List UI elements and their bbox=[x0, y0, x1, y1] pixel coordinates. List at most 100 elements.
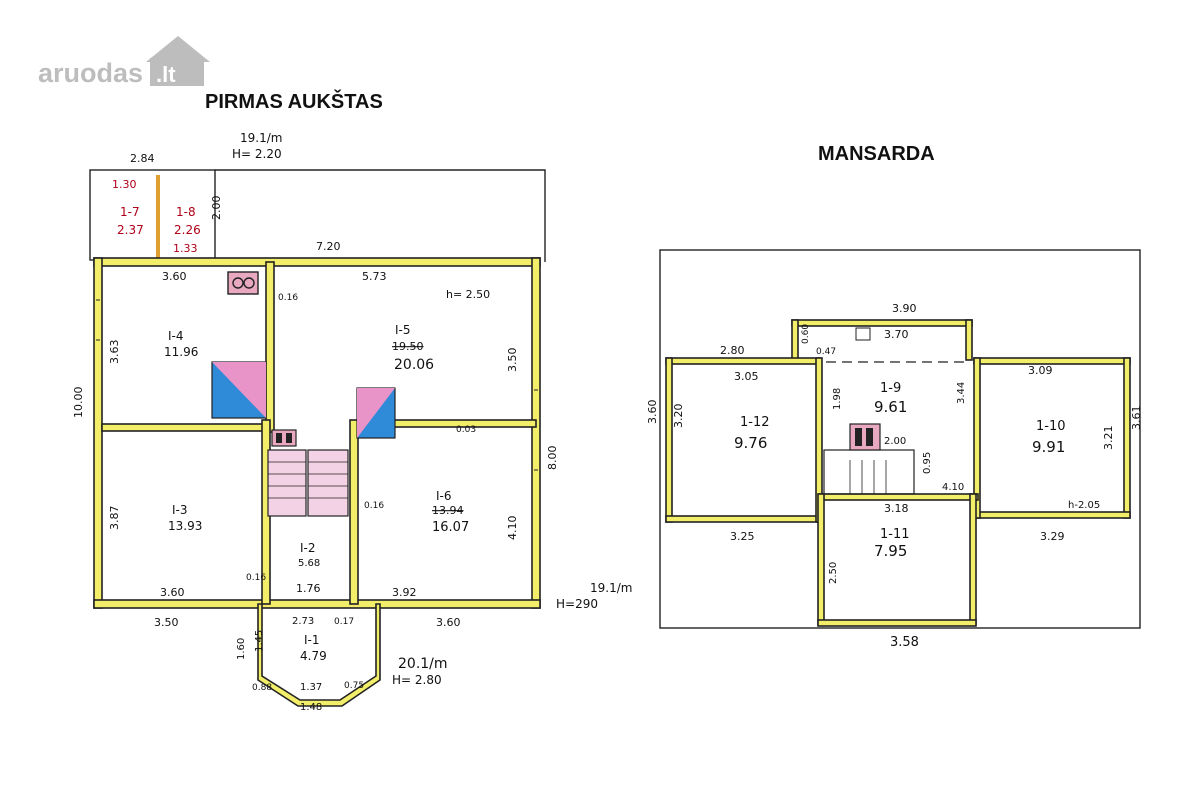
note-h-main: H=290 bbox=[556, 597, 598, 611]
dim-label: 3.50 bbox=[154, 616, 179, 629]
dim-label: 3.18 bbox=[884, 502, 909, 515]
room-1-7-id: 1-7 bbox=[120, 205, 140, 219]
dim-label: 3.92 bbox=[392, 586, 417, 599]
dim-label: 3.70 bbox=[884, 328, 909, 341]
room-1-11-id: 1-11 bbox=[880, 527, 910, 542]
room-i6-old-area: 13.94 bbox=[432, 504, 464, 517]
wall-i4-i5 bbox=[265, 261, 275, 433]
dim-label: 0.60 bbox=[801, 324, 811, 344]
dim-label: 8.00 bbox=[546, 446, 559, 471]
note-height-main: 19.1/m bbox=[590, 581, 632, 595]
room-1-9-area: 9.61 bbox=[874, 398, 907, 416]
dim-label: 3.21 bbox=[1102, 426, 1115, 451]
dim-label: 3.60 bbox=[646, 400, 659, 425]
dim-label: 10.00 bbox=[72, 387, 85, 419]
dim-label: 4.10 bbox=[942, 482, 964, 493]
dim-label: 1.48 bbox=[300, 702, 322, 713]
stairs-icon bbox=[267, 449, 307, 517]
dim-label: h= 2.50 bbox=[446, 288, 490, 301]
mansard-stairs-icon bbox=[823, 449, 915, 495]
dim-label: 1.45 bbox=[254, 630, 265, 652]
room-i4-area: 11.96 bbox=[164, 345, 198, 359]
dim-label: 5.73 bbox=[362, 270, 387, 283]
dim-label: 3.05 bbox=[734, 370, 759, 383]
terrace-outline bbox=[215, 169, 546, 262]
room-i1-id: I-1 bbox=[304, 633, 320, 647]
dim-label: h-2.05 bbox=[1068, 500, 1100, 511]
dim-label: 0.16 bbox=[246, 573, 266, 583]
logo-text: aruodas bbox=[38, 58, 143, 88]
dim-label: 0.47 bbox=[816, 347, 836, 357]
dim-label: 2.00 bbox=[884, 436, 906, 447]
room-i2-area: 5.68 bbox=[298, 558, 320, 569]
room-1-8-area: 2.26 bbox=[174, 223, 201, 237]
logo-house-icon bbox=[150, 58, 204, 86]
dim-label: 2.80 bbox=[720, 344, 745, 357]
note-height-porch: 20.1/m bbox=[398, 656, 448, 672]
dim-label: 2.00 bbox=[210, 196, 223, 221]
dim-label: 7.20 bbox=[316, 240, 341, 253]
dim-label: 0.88 bbox=[252, 683, 272, 693]
room-1-11-area: 7.95 bbox=[874, 542, 907, 560]
dim-label: 2.84 bbox=[130, 152, 155, 165]
note-height-annex: 19.1/m bbox=[240, 131, 282, 145]
chimney-icon bbox=[271, 429, 297, 447]
dim-label: 3.60 bbox=[160, 586, 185, 599]
room-i4-id: I-4 bbox=[168, 329, 184, 343]
dim-label: 0.03 bbox=[456, 425, 476, 435]
hatch-icon bbox=[855, 327, 871, 341]
room-1-7-area: 2.37 bbox=[117, 223, 144, 237]
mansard-title: MANSARDA bbox=[818, 143, 935, 165]
mansard-roof-outline bbox=[659, 249, 1141, 629]
room-i5-old-area: 19.50 bbox=[392, 340, 424, 353]
dim-label: 0.16 bbox=[364, 501, 384, 511]
room-1-12-id: 1-12 bbox=[740, 415, 770, 430]
dim-label: 2.73 bbox=[292, 616, 314, 627]
dim-label: 3.44 bbox=[956, 382, 967, 404]
room-i6-id: I-6 bbox=[436, 489, 452, 503]
room-i3-area: 13.93 bbox=[168, 519, 202, 533]
dim-label: 2.50 bbox=[828, 562, 839, 584]
floor1-title: PIRMAS AUKŠTAS bbox=[205, 89, 383, 113]
room-i2-id: I-2 bbox=[300, 541, 316, 555]
room-i6-area: 16.07 bbox=[432, 520, 469, 535]
dim-label: 1.33 bbox=[173, 242, 198, 255]
dim-label: 3.50 bbox=[506, 348, 519, 373]
dim-label: 3.09 bbox=[1028, 364, 1053, 377]
stairs-icon-2 bbox=[307, 449, 349, 517]
note-h-annex: H= 2.20 bbox=[232, 147, 282, 161]
mansard-plan: 1-12 9.76 1-9 9.61 1-10 9.91 1-11 7.95 3… bbox=[646, 249, 1143, 650]
room-i3-id: I-3 bbox=[172, 503, 188, 517]
dim-label: 3.20 bbox=[672, 404, 685, 429]
note-h-porch: H= 2.80 bbox=[392, 673, 442, 687]
mansard-chimney-icon bbox=[849, 423, 881, 451]
room-1-8-id: 1-8 bbox=[176, 205, 196, 219]
dim-label: 3.63 bbox=[108, 340, 121, 365]
room-i5-area: 20.06 bbox=[394, 357, 434, 373]
floor1-plan: 1-7 2.37 1-8 2.26 I-4 11.96 I-5 19.50 20… bbox=[72, 131, 632, 713]
dim-label: 0.16 bbox=[278, 293, 298, 303]
room-i1-area: 4.79 bbox=[300, 649, 327, 663]
dim-label: 1.98 bbox=[832, 388, 843, 410]
dim-label: 1.30 bbox=[112, 178, 137, 191]
dim-label: 1.37 bbox=[300, 682, 322, 693]
aruodas-logo: aruodas .lt bbox=[38, 36, 210, 88]
dim-label: 3.87 bbox=[108, 506, 121, 531]
dim-label: 3.25 bbox=[730, 530, 755, 543]
dim-label: 3.61 bbox=[1130, 406, 1143, 431]
room-1-10-id: 1-10 bbox=[1036, 419, 1066, 434]
dim-label: 4.10 bbox=[506, 516, 519, 541]
dim-label: 0.75 bbox=[344, 681, 364, 691]
dim-label: 3.90 bbox=[892, 302, 917, 315]
room-1-9-id: 1-9 bbox=[880, 381, 901, 396]
dim-label: 1.76 bbox=[296, 582, 321, 595]
dim-label: 3.29 bbox=[1040, 530, 1065, 543]
dim-label: 3.58 bbox=[890, 635, 919, 650]
dim-label: 0.95 bbox=[922, 452, 933, 474]
room-i5-id: I-5 bbox=[395, 323, 411, 337]
logo-suffix: .lt bbox=[156, 62, 176, 87]
dim-label: 3.60 bbox=[436, 616, 461, 629]
dim-label: 3.60 bbox=[162, 270, 187, 283]
dim-label: 1.60 bbox=[236, 638, 247, 660]
